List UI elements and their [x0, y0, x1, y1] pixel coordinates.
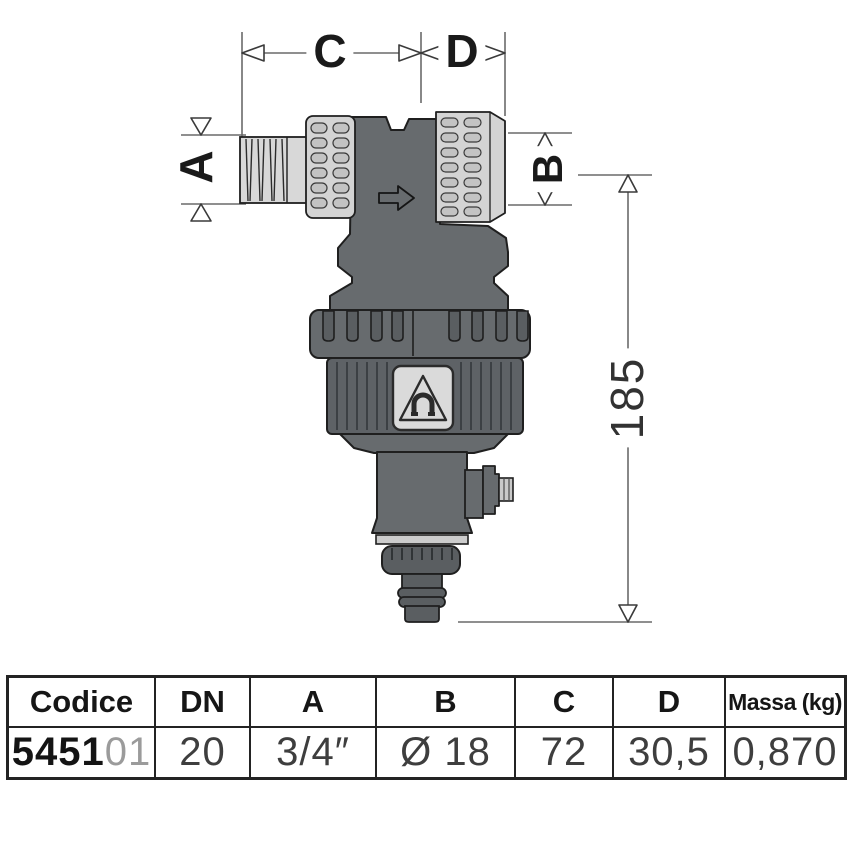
- ribbed-collar: [309, 309, 531, 359]
- threaded-connection: [239, 136, 309, 204]
- header-d: D: [612, 678, 724, 728]
- value-c: 72: [514, 728, 612, 777]
- value-d: 30,5: [612, 728, 724, 777]
- value-a: 3/4″: [249, 728, 375, 777]
- dimension-label-height: 185: [601, 348, 653, 448]
- header-c: C: [514, 678, 612, 728]
- header-dn: DN: [154, 678, 249, 728]
- dimension-label-d: D: [438, 28, 486, 74]
- hose-barb: [381, 545, 461, 623]
- header-codice: Codice: [9, 678, 154, 728]
- drain-valve: [339, 433, 514, 545]
- value-dn: 20: [154, 728, 249, 777]
- value-b: Ø 18: [375, 728, 514, 777]
- code-prefix: 5451: [11, 730, 105, 774]
- dimension-label-c: C: [306, 28, 354, 74]
- value-massa: 0,870: [724, 728, 844, 777]
- code-suffix: 01: [104, 730, 152, 774]
- magnet-warning-icon: [391, 364, 455, 432]
- product-drawing: [181, 32, 652, 623]
- union-nut-left: [305, 115, 356, 219]
- union-nut-right: [435, 111, 506, 223]
- header-massa: Massa (kg): [724, 678, 844, 728]
- dimension-label-a: A: [170, 142, 222, 192]
- flow-direction-arrow: [378, 185, 415, 211]
- valve-body: [329, 116, 509, 311]
- header-b: B: [375, 678, 514, 728]
- header-a: A: [249, 678, 375, 728]
- dimension-label-b: B: [524, 145, 571, 193]
